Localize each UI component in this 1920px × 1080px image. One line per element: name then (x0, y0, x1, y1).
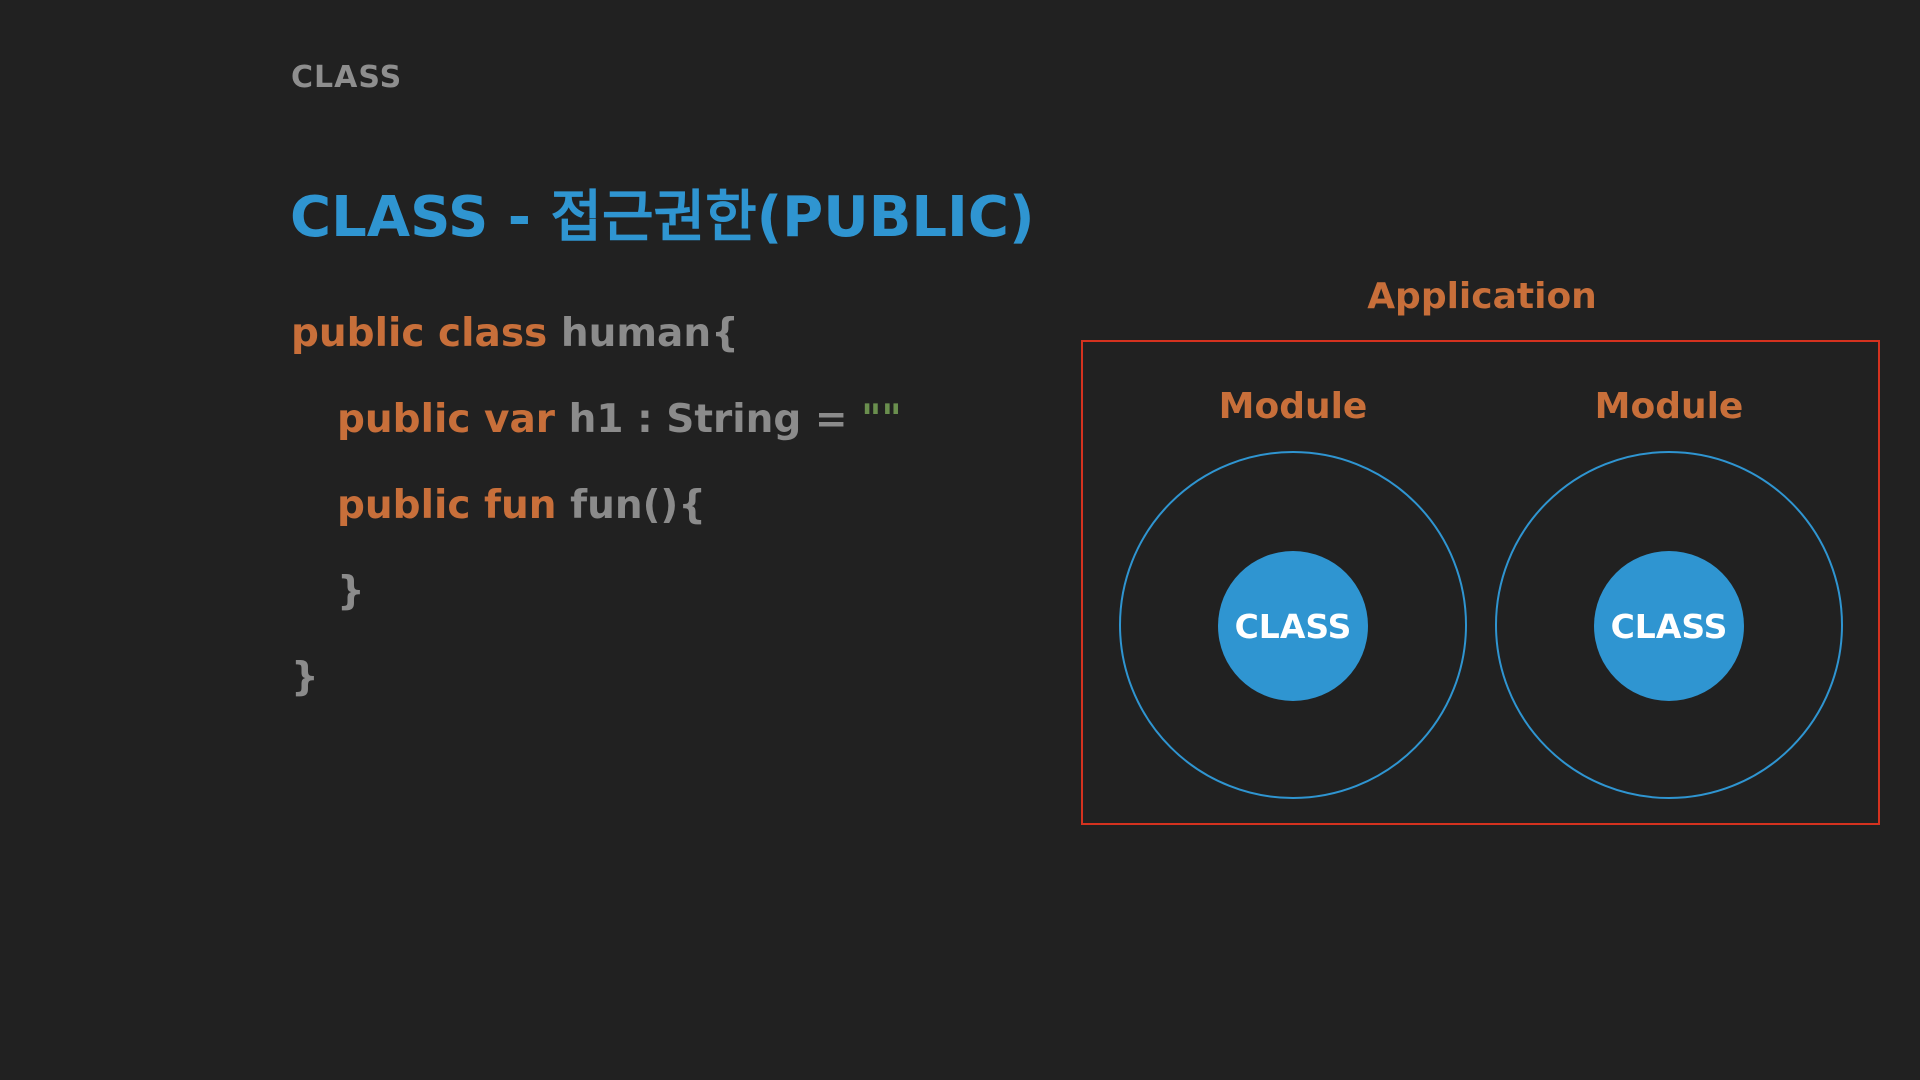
code-text: fun(){ (556, 483, 707, 528)
code-closing-brace: } (337, 569, 365, 614)
code-line-5: } (291, 650, 319, 706)
section-label: CLASS (291, 60, 403, 95)
code-line-1: public class human{ (291, 306, 739, 362)
module-label-1: Module (1218, 386, 1368, 427)
module-label-2: Module (1594, 386, 1744, 427)
code-text: human{ (547, 311, 739, 356)
code-closing-brace: } (291, 655, 319, 700)
code-keyword: public class (291, 311, 548, 356)
code-keyword: public fun (337, 483, 557, 528)
module-ring-2 (1495, 451, 1843, 799)
code-line-3: public fun fun(){ (337, 478, 706, 534)
class-circle-1: CLASS (1218, 551, 1368, 701)
code-keyword: public var (337, 397, 556, 442)
application-box (1081, 340, 1880, 825)
code-string: "" (861, 397, 902, 442)
module-ring-1 (1119, 451, 1467, 799)
slide-title: CLASS - 접근권한(PUBLIC) (290, 185, 1035, 250)
code-text: h1 : String = (555, 397, 862, 442)
code-line-4: } (337, 564, 365, 620)
class-circle-2: CLASS (1594, 551, 1744, 701)
application-label: Application (1367, 276, 1597, 317)
code-line-2: public var h1 : String = "" (337, 392, 902, 448)
